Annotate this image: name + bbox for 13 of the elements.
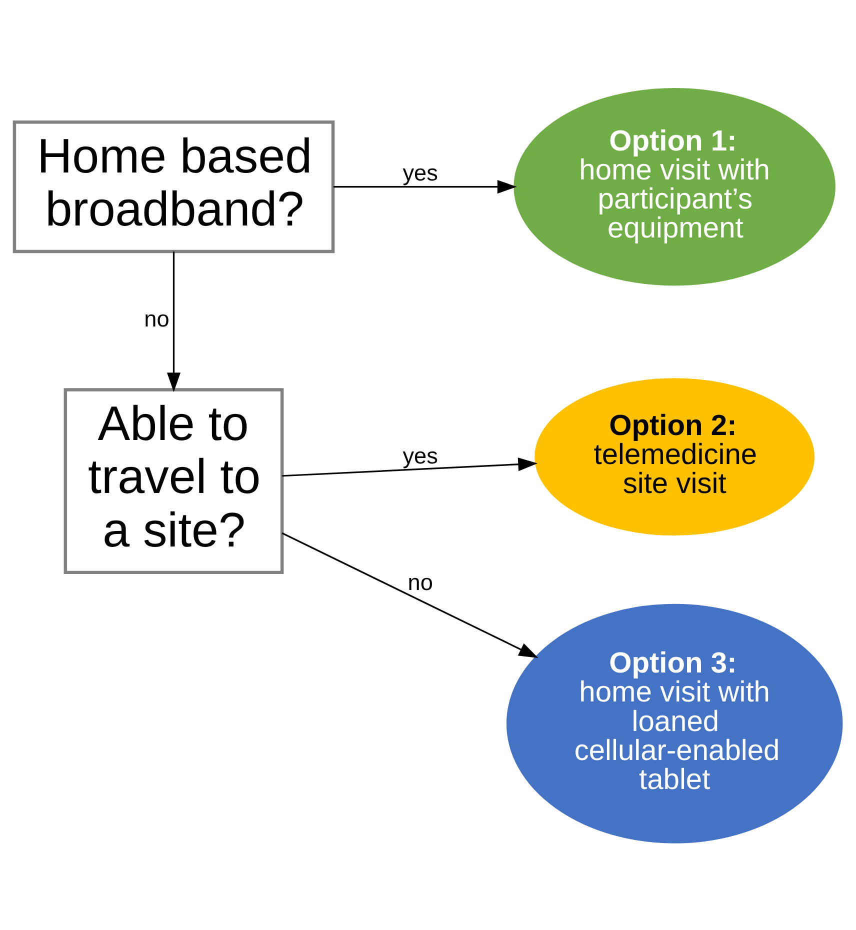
node-box: Home based broadband? <box>12 120 335 253</box>
edge-label: no <box>408 569 433 594</box>
node-ellipse: Option 3: home visit with loaned cellular-enabled tablet <box>506 603 843 843</box>
arrow <box>282 457 538 476</box>
arrow <box>166 251 181 392</box>
node-ellipse: Option 1: home visit with participant’s equipment <box>514 87 836 286</box>
edge-label: yes <box>402 160 438 186</box>
node-box: Able to travel to a site? <box>64 388 284 574</box>
node-ellipse: Option 2: telemedicine site visit <box>534 378 814 536</box>
edge-label: no <box>144 306 170 332</box>
arrow <box>334 180 517 194</box>
arrow <box>282 532 538 658</box>
edge-label: yes <box>402 443 438 468</box>
